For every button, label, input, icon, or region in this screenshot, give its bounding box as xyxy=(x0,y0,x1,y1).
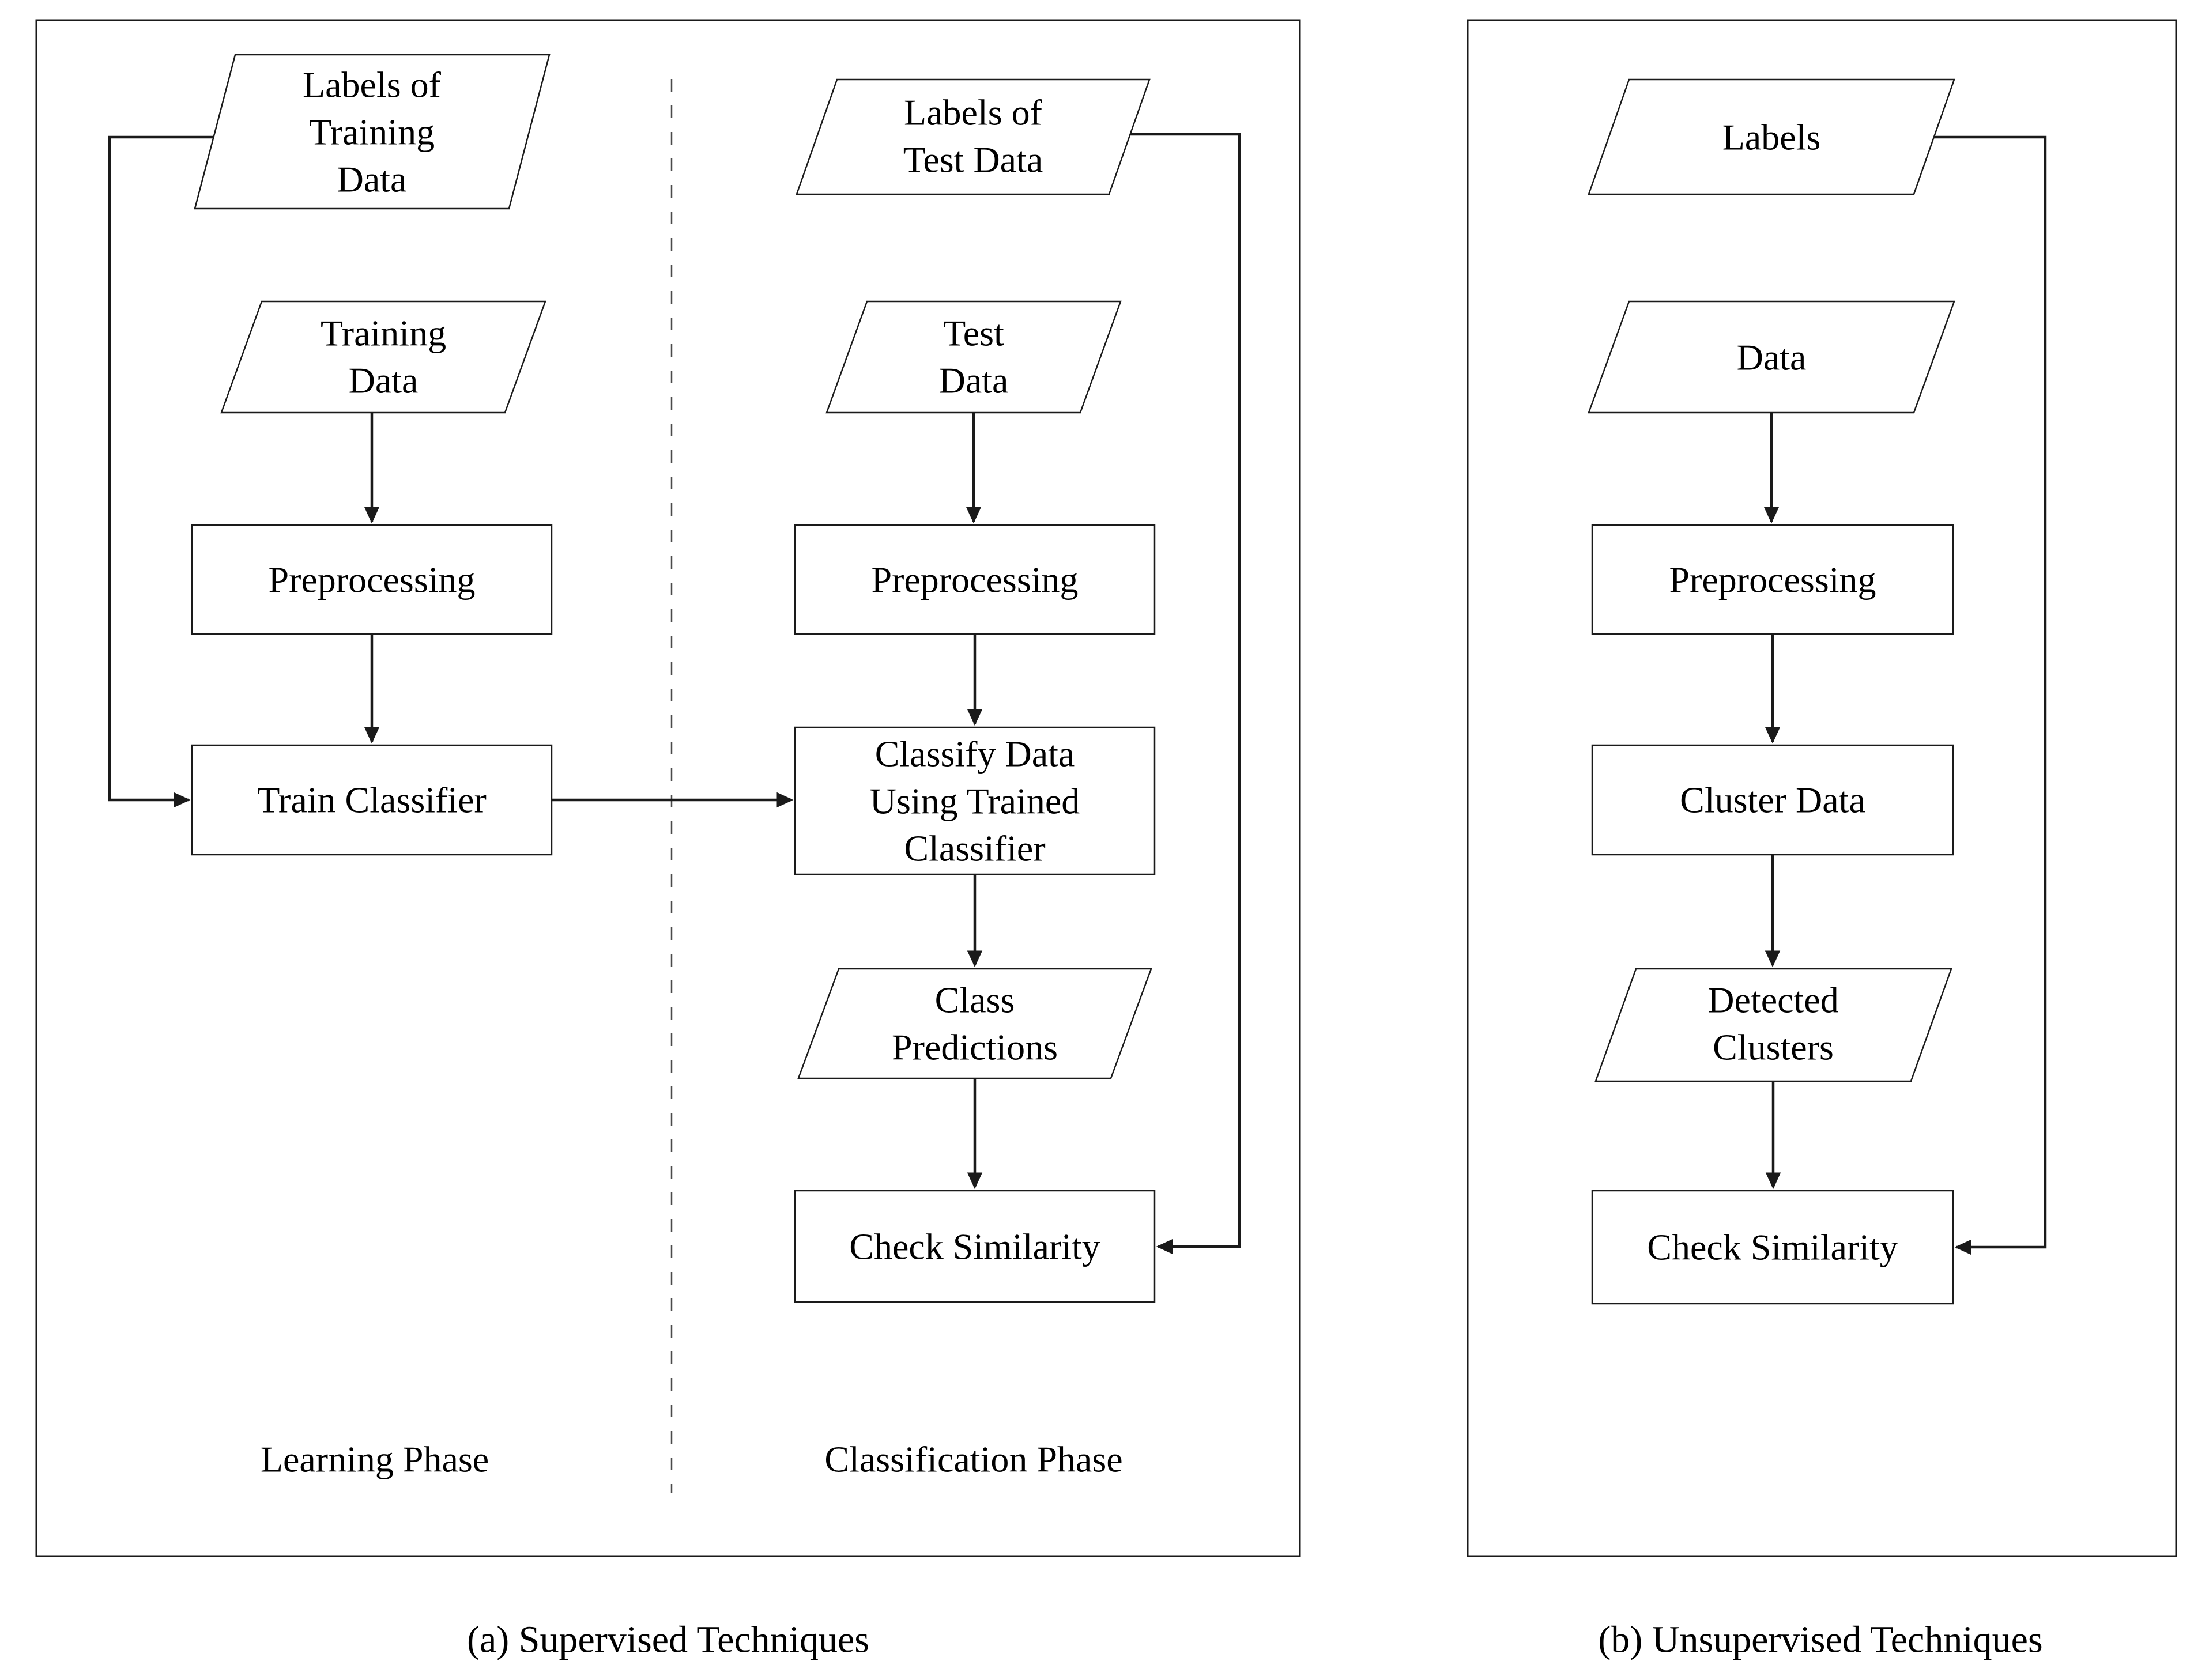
edge-labels-training-to-train-classifier xyxy=(108,135,214,808)
node-check-similarity-unsupervised: Check Similarity xyxy=(1591,1190,1954,1305)
node-preprocessing-unsupervised-label: Preprocessing xyxy=(1669,560,1876,601)
node-test-data-shape xyxy=(825,300,1122,414)
caption-supervised: (a) Supervised Techniques xyxy=(467,1619,869,1661)
node-class-predictions-shape xyxy=(797,968,1152,1079)
node-preprocessing-classification: Preprocessing xyxy=(794,524,1156,635)
node-training-data-label: Data xyxy=(349,360,419,401)
node-detected-clusters: Detected Clusters xyxy=(1594,968,1952,1082)
node-check-similarity-supervised-label: Check Similarity xyxy=(849,1226,1100,1267)
node-cluster-data-label: Cluster Data xyxy=(1680,780,1865,821)
node-classify-data-using-trained-classifier-label: Classifier xyxy=(904,828,1045,869)
node-labels-of-test-data-shape xyxy=(796,78,1151,195)
node-training-data: Training Data xyxy=(220,300,546,414)
node-test-data: Test Data xyxy=(825,300,1122,414)
node-test-data-label: Data xyxy=(939,360,1009,401)
edge-labels-test-to-check-similarity xyxy=(1130,133,1241,1255)
node-labels-of-test-data: Labels of Test Data xyxy=(796,78,1151,195)
node-cluster-data: Cluster Data xyxy=(1591,744,1954,856)
node-classify-data-using-trained-classifier-shape xyxy=(794,726,1156,875)
node-labels-of-training-data-label: Labels of xyxy=(303,65,442,105)
node-labels-of-test-data-label: Labels of xyxy=(904,92,1043,133)
learning-phase-label: Learning Phase xyxy=(261,1439,489,1480)
node-detected-clusters-shape xyxy=(1594,968,1952,1082)
classification-phase-label: Classification Phase xyxy=(824,1439,1122,1480)
node-detected-clusters-label: Detected xyxy=(1707,980,1838,1021)
node-classify-data-using-trained-classifier: Classify Data Using Trained Classifier xyxy=(794,726,1156,875)
panel-supervised-frame xyxy=(35,19,1301,1557)
node-detected-clusters-label: Clusters xyxy=(1713,1027,1834,1068)
node-preprocessing-unsupervised: Preprocessing xyxy=(1591,524,1954,635)
panel-unsupervised-frame xyxy=(1467,19,2177,1557)
node-labels-of-test-data-label: Test Data xyxy=(903,139,1043,180)
panel-supervised: Labels of Training Data Training Data Pr… xyxy=(35,19,1301,1557)
node-labels-of-training-data-label: Training xyxy=(309,112,435,153)
node-preprocessing-classification-label: Preprocessing xyxy=(871,560,1078,601)
node-check-similarity-unsupervised-label: Check Similarity xyxy=(1647,1227,1898,1268)
node-class-predictions-label: Class xyxy=(935,980,1015,1021)
node-labels-shape xyxy=(1588,78,1955,195)
node-test-data-label: Test xyxy=(943,313,1004,354)
node-train-classifier-label: Train Classifier xyxy=(257,780,487,821)
node-classify-data-using-trained-classifier-label: Classify Data xyxy=(875,734,1075,775)
node-preprocessing-unsupervised-shape xyxy=(1591,524,1954,635)
node-preprocessing-learning-label: Preprocessing xyxy=(268,560,475,601)
node-cluster-data-shape xyxy=(1591,744,1954,856)
node-preprocessing-learning-shape xyxy=(191,524,553,635)
edge-labels-to-check-similarity xyxy=(1934,135,2047,1255)
node-labels-of-training-data: Labels of Training Data xyxy=(194,54,551,210)
node-training-data-label: Training xyxy=(321,313,446,354)
node-train-classifier-shape xyxy=(191,744,553,856)
node-preprocessing-learning: Preprocessing xyxy=(191,524,553,635)
node-training-data-shape xyxy=(220,300,546,414)
node-labels-of-training-data-shape xyxy=(194,54,551,210)
node-labels-label: Labels xyxy=(1722,117,1821,158)
node-labels-of-training-data-label: Data xyxy=(337,159,407,200)
node-train-classifier: Train Classifier xyxy=(191,744,553,856)
node-classify-data-using-trained-classifier-label: Using Trained xyxy=(870,781,1080,822)
node-data: Data xyxy=(1588,300,1955,414)
panel-unsupervised: Labels Data Preprocessing Cluster Data D… xyxy=(1467,19,2177,1557)
node-data-label: Data xyxy=(1737,337,1807,378)
node-class-predictions: Class Predictions xyxy=(797,968,1152,1079)
node-check-similarity-supervised-shape xyxy=(794,1190,1156,1303)
node-data-shape xyxy=(1588,300,1955,414)
node-class-predictions-label: Predictions xyxy=(892,1027,1058,1068)
caption-unsupervised: (b) Unsupervised Techniques xyxy=(1598,1619,2042,1661)
node-check-similarity-supervised: Check Similarity xyxy=(794,1190,1156,1303)
node-check-similarity-unsupervised-shape xyxy=(1591,1190,1954,1305)
node-preprocessing-classification-shape xyxy=(794,524,1156,635)
node-labels: Labels xyxy=(1588,78,1955,195)
